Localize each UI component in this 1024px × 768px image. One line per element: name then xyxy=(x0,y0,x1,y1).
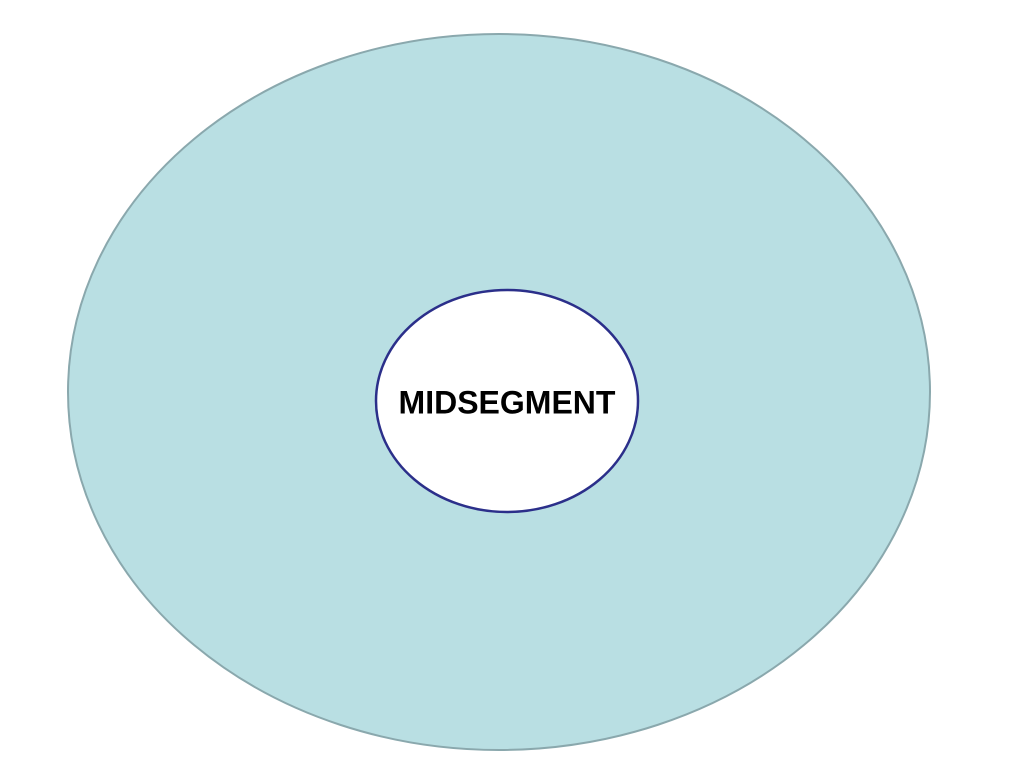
inner-ellipse-label: MIDSEGMENT xyxy=(399,384,616,420)
inner-ellipse xyxy=(374,288,640,514)
